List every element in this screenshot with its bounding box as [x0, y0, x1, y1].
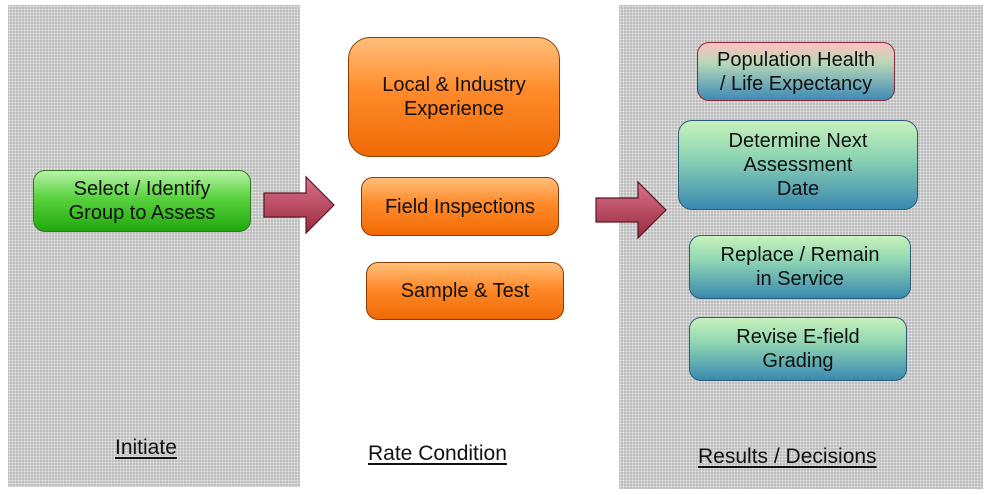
select-group-text: Select / Identify Group to Assess: [68, 178, 216, 224]
local-industry-experience-box: Local & Industry Experience: [348, 37, 560, 157]
revise-efield-box: Revise E-field Grading: [689, 317, 907, 381]
arrow-to-results: [595, 180, 667, 240]
next-assessment-text: Determine Next Assessment Date: [728, 130, 868, 200]
revise-efield-text: Revise E-field Grading: [736, 326, 860, 372]
initiate-panel: [8, 5, 300, 487]
replace-remain-text: Replace / Remain in Service: [720, 244, 880, 290]
population-health-box: Population Health / Life Expectancy: [697, 42, 895, 101]
local-industry-experience-text: Local & Industry Experience: [382, 74, 526, 120]
select-group-box: Select / Identify Group to Assess: [33, 170, 251, 232]
results-decisions-label: Results / Decisions: [698, 445, 877, 468]
initiate-label: Initiate: [115, 436, 177, 459]
field-inspections-box: Field Inspections: [361, 177, 559, 236]
sample-test-box: Sample & Test: [366, 262, 564, 320]
replace-remain-box: Replace / Remain in Service: [689, 235, 911, 299]
sample-test-text: Sample & Test: [400, 280, 530, 302]
arrow-to-rate-condition: [263, 175, 335, 235]
next-assessment-box: Determine Next Assessment Date: [678, 120, 918, 210]
field-inspections-text: Field Inspections: [384, 195, 536, 218]
population-health-text: Population Health / Life Expectancy: [717, 48, 875, 95]
rate-condition-label: Rate Condition: [368, 442, 507, 465]
